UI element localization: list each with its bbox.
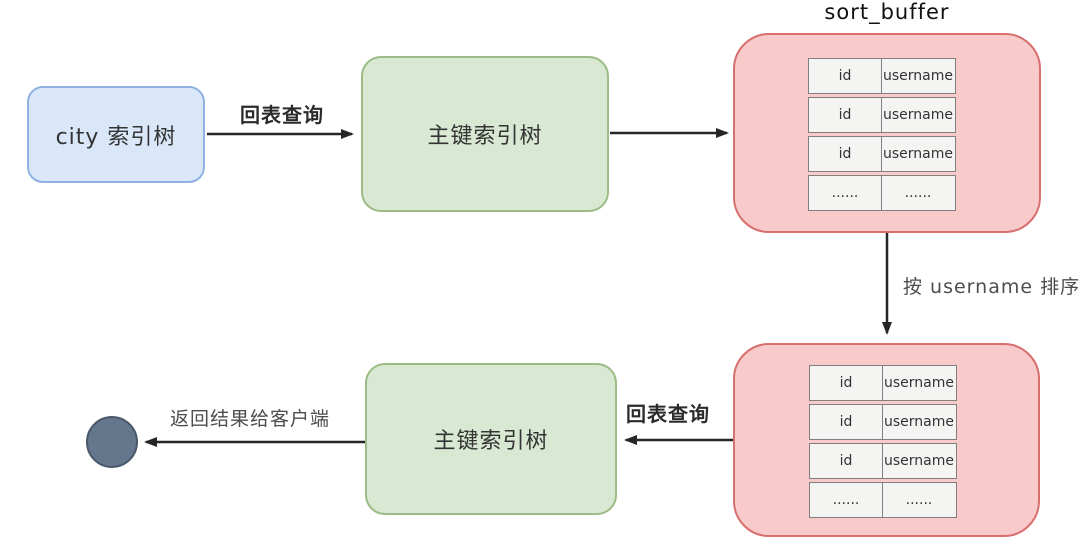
table-cell-ellipsis: ......	[809, 482, 883, 518]
end-state-circle	[86, 416, 138, 468]
table-row: id username	[808, 58, 957, 94]
sort-buffer-title: sort_buffer	[824, 0, 950, 24]
edge-label-sort-by-username: 按 username 排序	[903, 276, 1080, 298]
table-cell-username: username	[881, 365, 957, 401]
table-row: ...... ......	[808, 175, 957, 211]
table-cell-id: id	[808, 58, 882, 94]
table-cell-username: username	[881, 404, 957, 440]
table-cell-id: id	[809, 404, 883, 440]
table-cell-id: id	[809, 443, 883, 479]
table-row: id username	[809, 365, 958, 401]
table-cell-id: id	[808, 136, 882, 172]
table-cell-id: id	[808, 97, 882, 133]
table-cell-username: username	[881, 443, 957, 479]
table-cell-username: username	[880, 58, 956, 94]
table-row: ...... ......	[809, 482, 958, 518]
table-row: id username	[808, 136, 957, 172]
table-cell-username: username	[880, 97, 956, 133]
edge-label-back-to-table-bottom: 回表查询	[626, 402, 710, 426]
table-cell-ellipsis: ......	[808, 175, 882, 211]
sort-buffer-table-bottom: id username id username id username ....…	[809, 365, 958, 518]
table-cell-ellipsis: ......	[880, 175, 956, 211]
node-primary-index-tree-bottom: 主键索引树	[365, 363, 617, 515]
table-cell-ellipsis: ......	[881, 482, 957, 518]
edge-label-back-to-table-top: 回表查询	[240, 103, 324, 127]
node-primary-index-tree-top: 主键索引树	[361, 56, 609, 212]
table-row: id username	[809, 443, 958, 479]
table-row: id username	[809, 404, 958, 440]
table-cell-id: id	[809, 365, 883, 401]
node-sort-buffer-bottom: id username id username id username ....…	[733, 343, 1040, 537]
edge-label-return-result: 返回结果给客户端	[169, 408, 330, 430]
node-sort-buffer-top: id username id username id username ....…	[733, 33, 1041, 233]
table-cell-username: username	[880, 136, 956, 172]
node-city-index-tree: city 索引树	[27, 86, 205, 183]
table-row: id username	[808, 97, 957, 133]
sort-buffer-table-top: id username id username id username ....…	[808, 58, 957, 211]
